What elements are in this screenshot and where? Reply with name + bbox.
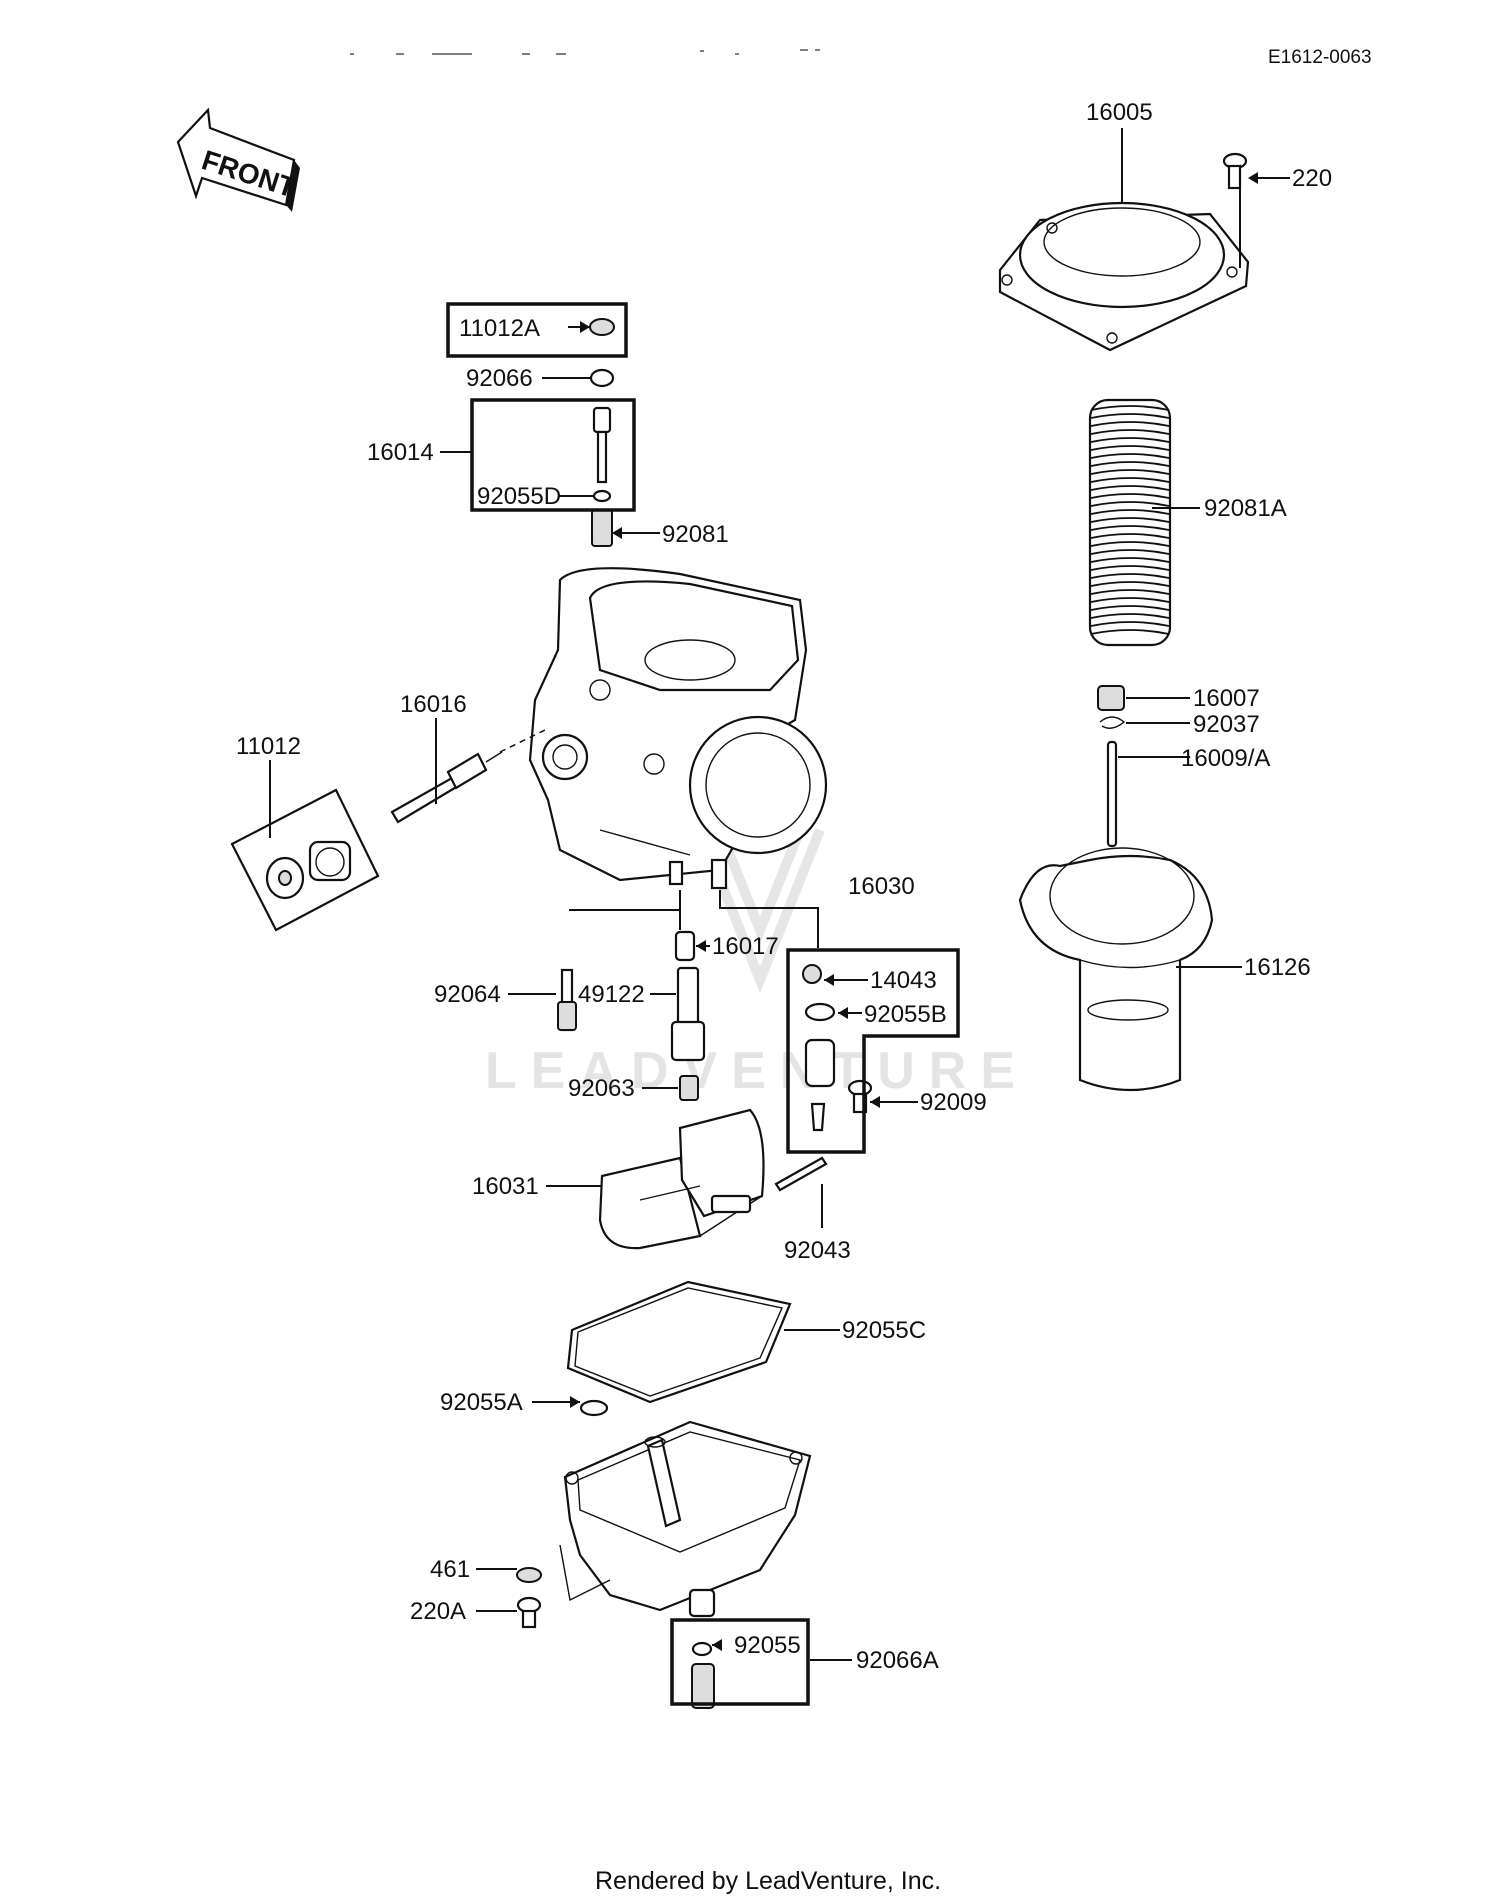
starter-plunger-16016 (390, 729, 546, 824)
label-92066A: 92066A (856, 1647, 939, 1674)
jet-16017 (674, 930, 696, 962)
part-labels: 16005 220 92081A 16007 92037 16009/A 161… (236, 99, 1332, 1674)
label-16014: 16014 (367, 439, 434, 466)
leader-arrowheads (570, 172, 1258, 1651)
label-11012A: 11012A (459, 315, 540, 342)
pin-92043 (774, 1156, 828, 1192)
float-valve-seat (802, 964, 836, 1132)
watermark: LEADVENTURE (485, 1042, 1029, 1100)
group-box-16030 (786, 948, 960, 1154)
label-92064: 92064 (434, 981, 501, 1008)
label-92066: 92066 (466, 365, 533, 392)
washer-461 (516, 1567, 542, 1583)
label-16007: 16007 (1193, 685, 1260, 712)
group-box-16014 (470, 398, 636, 512)
label-11012: 11012 (236, 733, 301, 760)
label-16031: 16031 (472, 1173, 539, 1200)
label-16016: 16016 (400, 691, 467, 718)
main-jet-92063 (679, 1075, 699, 1101)
float-bowl (559, 1420, 812, 1618)
body-bracket-line-2 (719, 890, 819, 948)
gasket-92055C (566, 1280, 792, 1404)
label-92081A: 92081A (1204, 495, 1287, 522)
label-220: 220 (1292, 165, 1332, 192)
label-92055A: 92055A (440, 1389, 523, 1416)
label-92009: 92009 (920, 1089, 987, 1116)
clip-92037 (1099, 716, 1126, 729)
label-92037: 92037 (1193, 711, 1260, 738)
pilot-screw-16014 (592, 406, 612, 503)
label-16126: 16126 (1244, 954, 1311, 981)
front-arrow-icon: FRONT (176, 107, 300, 212)
cap-92066 (589, 368, 615, 388)
washer-92055A (579, 1399, 609, 1417)
diaphragm-cover (998, 201, 1250, 352)
reference-code: E1612-0063 (1268, 47, 1372, 68)
group-box-11012A (446, 302, 628, 358)
screw-92064 (557, 968, 577, 1032)
label-14043: 14043 (870, 967, 937, 994)
jet-needle-16009 (1106, 740, 1118, 848)
label-92055C: 92055C (842, 1317, 926, 1344)
label-461: 461 (430, 1556, 470, 1583)
label-92055B: 92055B (864, 1001, 947, 1028)
vacuum-piston-16126 (1018, 847, 1214, 1092)
label-49122: 49122 (578, 981, 645, 1008)
spring-92081A (1088, 398, 1172, 647)
screw-220 (1222, 152, 1248, 190)
needle-holder-16007 (1097, 685, 1125, 711)
label-16017: 16017 (712, 933, 779, 960)
cap-11012A (589, 318, 615, 336)
label-16005: 16005 (1086, 99, 1153, 126)
needle-jet-49122 (670, 966, 706, 1062)
screw-220A (516, 1596, 542, 1629)
carburetor-body (528, 567, 828, 890)
drain-screw-92066A (691, 1641, 715, 1709)
label-92081: 92081 (662, 521, 729, 548)
group-box-92066A (670, 1618, 810, 1706)
float-16031 (598, 1108, 765, 1250)
footer-credit: Rendered by LeadVenture, Inc. (595, 1867, 941, 1895)
scan-marks (350, 49, 820, 55)
label-92043: 92043 (784, 1237, 851, 1264)
label-16030: 16030 (848, 873, 915, 900)
label-220A: 220A (410, 1598, 466, 1625)
label-92063: 92063 (568, 1075, 635, 1102)
cap-assembly-11012 (230, 788, 380, 932)
spring-92081 (591, 509, 613, 547)
label-16009A: 16009/A (1181, 745, 1270, 772)
label-92055D: 92055D (477, 483, 561, 510)
body-bracket-line (569, 890, 681, 930)
label-92055: 92055 (734, 1632, 801, 1659)
